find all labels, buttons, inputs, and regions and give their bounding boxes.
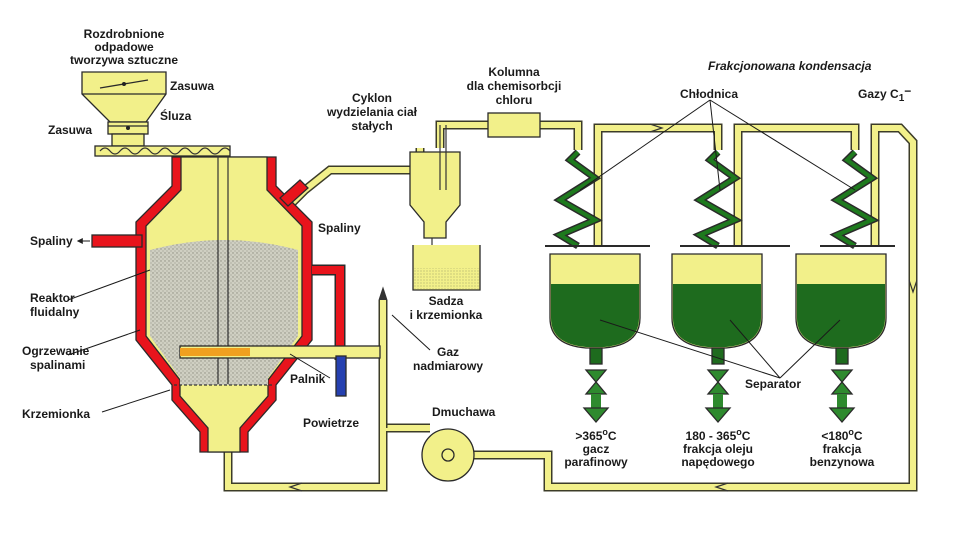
label-sadza-1: Sadza bbox=[429, 294, 464, 308]
separator-2 bbox=[671, 253, 763, 365]
flow-arrows bbox=[288, 123, 918, 492]
label-spaliny-left: Spaliny bbox=[30, 234, 73, 248]
labels: Rozdrobnione odpadowe tworzywa sztuczne … bbox=[22, 27, 911, 469]
label-out3-2: benzynowa bbox=[810, 455, 875, 469]
label-sluza: Śluza bbox=[160, 108, 192, 123]
label-frakcjonowana: Frakcjonowana kondensacja bbox=[708, 59, 872, 73]
label-feed-2: odpadowe bbox=[94, 40, 154, 54]
screw-conveyor bbox=[94, 145, 231, 157]
label-sadza-2: i krzemionka bbox=[410, 308, 483, 322]
label-ogrzewanie-2: spalinami bbox=[30, 358, 85, 372]
label-out2-1: frakcja oleju bbox=[683, 442, 753, 456]
cyclone bbox=[409, 125, 461, 262]
label-out2-2: napędowego bbox=[681, 455, 754, 469]
label-zasuwa-left: Zasuwa bbox=[48, 123, 92, 137]
label-ogrzewanie-1: Ogrzewanie bbox=[22, 344, 90, 358]
label-gazy-c1: Gazy C1− bbox=[858, 84, 911, 104]
label-palnik: Palnik bbox=[290, 372, 326, 386]
label-spaliny-right: Spaliny bbox=[318, 221, 361, 235]
label-dmuchawa: Dmuchawa bbox=[432, 405, 496, 419]
label-krzemionka: Krzemionka bbox=[22, 407, 90, 421]
label-out3-temp: <180oC bbox=[821, 427, 863, 443]
label-feed-3: tworzywa sztuczne bbox=[70, 53, 178, 67]
label-kolumna-1: Kolumna bbox=[488, 65, 540, 79]
label-out1-temp: >365oC bbox=[575, 427, 617, 443]
label-cyklon-2: wydzielania ciał bbox=[326, 105, 418, 119]
label-cyklon-1: Cyklon bbox=[352, 91, 392, 105]
label-gaz-1: Gaz bbox=[437, 345, 459, 359]
label-gaz-2: nadmiarowy bbox=[413, 359, 483, 373]
label-out3-1: frakcja bbox=[823, 442, 862, 456]
label-cyklon-3: stałych bbox=[351, 119, 392, 133]
outlet-valves bbox=[582, 369, 856, 423]
soot-collector bbox=[412, 245, 481, 291]
label-powietrze: Powietrze bbox=[303, 416, 359, 430]
chlorine-column bbox=[487, 112, 541, 138]
label-kolumna-3: chloru bbox=[496, 93, 533, 107]
label-zasuwa-top: Zasuwa bbox=[170, 79, 214, 93]
label-chlodnica: Chłodnica bbox=[680, 87, 738, 101]
label-out2-temp: 180 - 365oC bbox=[686, 427, 751, 443]
label-reaktor-2: fluidalny bbox=[30, 305, 80, 319]
label-out1-2: parafinowy bbox=[564, 455, 628, 469]
label-separator: Separator bbox=[745, 377, 801, 391]
label-out1-1: gacz bbox=[583, 442, 610, 456]
separator-1 bbox=[549, 253, 641, 365]
label-feed-1: Rozdrobnione bbox=[84, 27, 165, 41]
label-reaktor-1: Reaktor bbox=[30, 291, 75, 305]
fluidized-reactor bbox=[91, 156, 381, 453]
label-kolumna-2: dla chemisorbcji bbox=[467, 79, 562, 93]
condensation-train bbox=[545, 149, 895, 423]
feed-hopper bbox=[81, 71, 167, 147]
blower bbox=[421, 428, 475, 482]
leader-lines bbox=[67, 99, 856, 413]
separator-3 bbox=[795, 253, 887, 365]
